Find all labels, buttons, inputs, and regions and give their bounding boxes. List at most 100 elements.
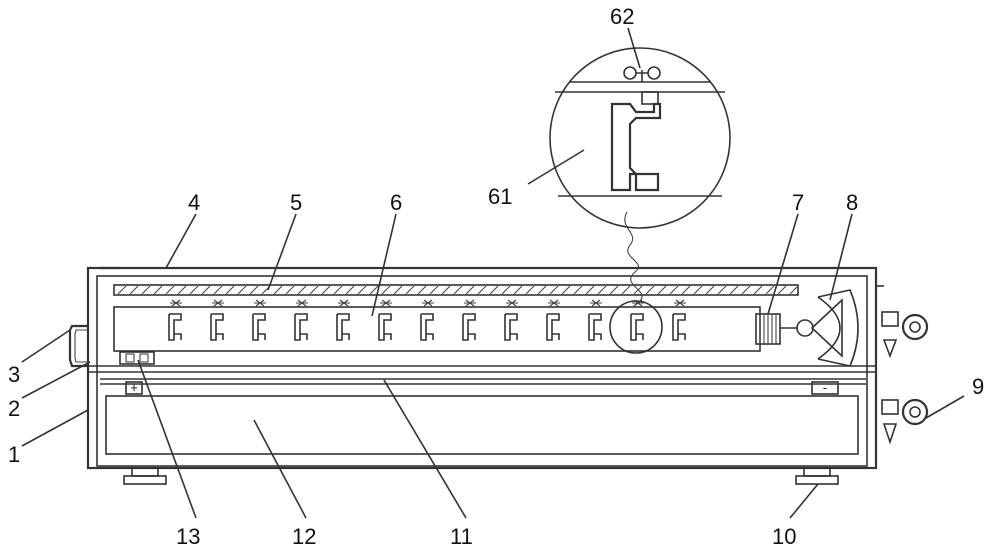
- handle: [68, 324, 88, 368]
- positive-terminal: +: [130, 380, 138, 395]
- hatch-stroke: [537, 285, 547, 295]
- leader-62: [627, 27, 641, 69]
- hatch-stroke: [213, 285, 223, 295]
- clip: [588, 299, 602, 341]
- hatch-stroke: [777, 285, 787, 295]
- hatch-stroke: [621, 285, 631, 295]
- clip-body: [168, 313, 182, 341]
- label-6: 6: [390, 190, 402, 215]
- hatch-stroke: [609, 285, 619, 295]
- clip: [420, 299, 434, 341]
- motor-coupling: [755, 313, 798, 345]
- switch-pad-left: [125, 353, 135, 363]
- hatch-stroke: [489, 285, 499, 295]
- handle-inner: [74, 329, 88, 363]
- caster-wheel: [901, 313, 929, 341]
- hatch-stroke: [129, 285, 139, 295]
- hatch-stroke: [549, 285, 559, 295]
- hatch-stroke: [693, 285, 703, 295]
- label-13: 13: [176, 524, 200, 549]
- clip-head: [380, 299, 392, 307]
- leader-61: [527, 149, 585, 185]
- hatch-stroke: [585, 285, 595, 295]
- outer-frame: [86, 266, 878, 470]
- clip: [210, 299, 224, 341]
- hatch-stroke: [561, 285, 571, 295]
- switch-pad-right: [139, 353, 149, 363]
- label-4: 4: [188, 190, 200, 215]
- label-5: 5: [290, 190, 302, 215]
- clip-body: [588, 313, 602, 341]
- clip-head: [464, 299, 476, 307]
- hatch-stroke: [741, 285, 751, 295]
- hatch-stroke: [249, 285, 259, 295]
- hatch-stroke: [573, 285, 583, 295]
- hatch-stroke: [789, 285, 799, 295]
- clip: [630, 299, 644, 341]
- hatch-stroke: [729, 285, 739, 295]
- clip: [672, 299, 686, 341]
- detail-marker-circle: [609, 300, 663, 354]
- hatch-stroke: [177, 285, 187, 295]
- label-11: 11: [450, 524, 473, 549]
- switch-block: [119, 351, 155, 365]
- detail-roller-right: [647, 66, 661, 80]
- clip-head: [506, 299, 518, 307]
- positive-terminal-box: [125, 381, 143, 395]
- hatch-stroke: [381, 285, 391, 295]
- clip-body: [630, 313, 644, 341]
- hatch-stroke: [765, 285, 775, 295]
- hatch-stroke: [525, 285, 535, 295]
- clip-head: [170, 299, 182, 307]
- clip-row: [168, 299, 686, 341]
- clip: [504, 299, 518, 341]
- hatch-stroke: [309, 285, 319, 295]
- clip: [294, 299, 308, 341]
- hatch-stroke: [297, 285, 307, 295]
- detail-view: [549, 47, 731, 229]
- reference-labels: 1 2 3 4 5 6 7 8 9 10 11 12 13 61 62: [8, 4, 984, 549]
- hatch-stroke: [285, 285, 295, 295]
- clip-body: [252, 313, 266, 341]
- clip-body: [420, 313, 434, 341]
- label-3: 3: [8, 362, 20, 387]
- hatch-stroke: [273, 285, 283, 295]
- hatch-stroke: [657, 285, 667, 295]
- caster-upper: [876, 285, 929, 359]
- leader-1: [21, 409, 89, 447]
- hatch-stroke: [189, 285, 199, 295]
- hatch-stroke: [441, 285, 451, 295]
- clip: [546, 299, 560, 341]
- label-7: 7: [792, 190, 804, 215]
- hatch-stroke: [669, 285, 679, 295]
- leader-2: [21, 361, 91, 399]
- caster-axle: [909, 406, 921, 418]
- detail-clip-head: [641, 91, 659, 105]
- hatch-stroke: [681, 285, 691, 295]
- clip: [462, 299, 476, 341]
- clip-body: [210, 313, 224, 341]
- caster-bracket: [881, 399, 899, 415]
- fan-cone: [810, 298, 843, 358]
- fan-housing: [817, 289, 859, 367]
- leader-6: [371, 213, 397, 317]
- caster-brake: [882, 339, 898, 359]
- hatch-stroke: [153, 285, 163, 295]
- leader-9: [925, 395, 965, 419]
- leader-11: [383, 379, 467, 519]
- hatch-stroke: [597, 285, 607, 295]
- battery-box: [105, 395, 859, 455]
- hatch-stroke: [405, 285, 415, 295]
- clip-body: [294, 313, 308, 341]
- hatch-stroke: [141, 285, 151, 295]
- hatch-stroke: [237, 285, 247, 295]
- hatch-stroke: [453, 285, 463, 295]
- label-2: 2: [8, 396, 20, 421]
- hatch-stroke: [117, 285, 127, 295]
- label-61: 61: [488, 184, 512, 209]
- clip-body: [672, 313, 686, 341]
- hatch-stroke: [201, 285, 211, 295]
- leader-8: [829, 213, 853, 301]
- foot-neck: [131, 467, 159, 477]
